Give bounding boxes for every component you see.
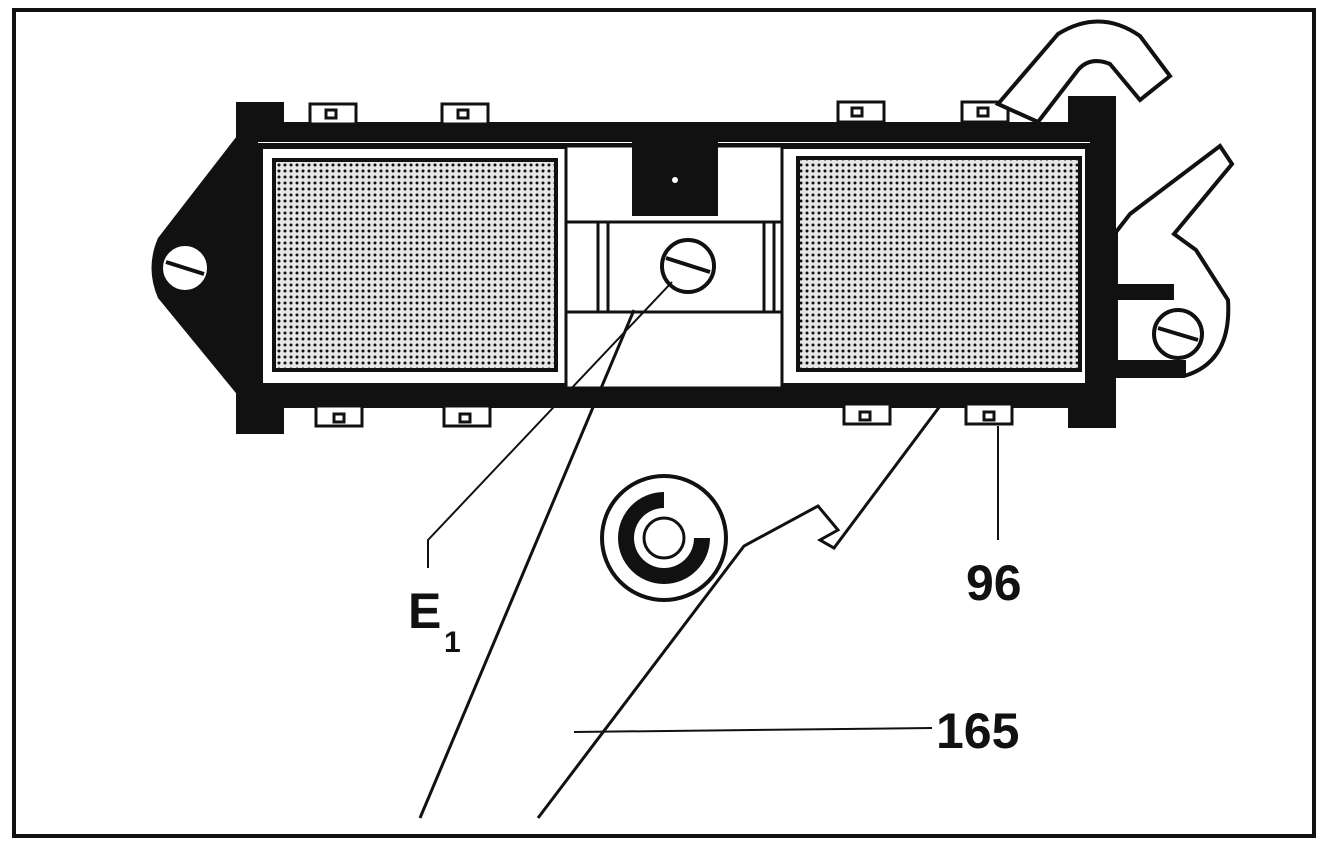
- left-mounting-tab: [151, 132, 240, 398]
- bottom-clips: [314, 402, 1014, 428]
- cam: [600, 474, 728, 602]
- lever: [418, 309, 942, 819]
- left-coil: [272, 158, 558, 372]
- leader-lines: [427, 281, 999, 733]
- label-96: 96: [966, 555, 1022, 611]
- center-core: [564, 142, 784, 390]
- label-e1-subscript: 1: [444, 626, 461, 659]
- figure-frame: [12, 8, 1316, 838]
- label-e1: E: [408, 583, 441, 639]
- top-clips: [308, 100, 1010, 126]
- right-coil: [796, 156, 1082, 372]
- label-165: 165: [936, 703, 1019, 759]
- right-bracket: [994, 19, 1235, 378]
